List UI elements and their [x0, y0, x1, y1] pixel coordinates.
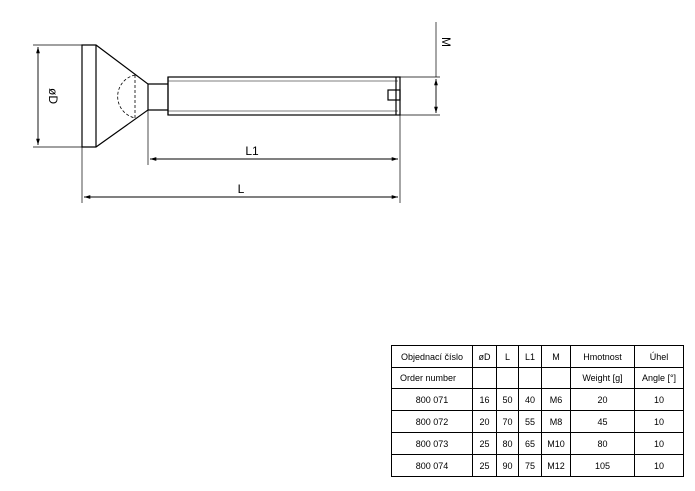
header-diameter: øD [472, 345, 497, 368]
header-row-cz: Objednací číslo øD L L1 M Hmotnost Úhel [391, 345, 684, 368]
cell-weight: 105 [570, 454, 635, 477]
header-blank [472, 367, 497, 389]
cell-angle: 10 [634, 388, 684, 411]
cell-length: 50 [496, 388, 519, 411]
cell-length-l1: 65 [518, 432, 542, 455]
technical-drawing: øD M L1 L [33, 22, 453, 203]
cell-weight: 45 [570, 410, 635, 433]
cell-thread: M6 [541, 388, 571, 411]
dim-l1-label: L1 [245, 144, 259, 158]
table-row: 800 073 25 80 65 M10 80 10 [391, 432, 684, 455]
spec-table: Objednací číslo øD L L1 M Hmotnost Úhel … [391, 345, 684, 477]
header-order-number-en: Order number [391, 367, 473, 389]
header-length-l1: L1 [518, 345, 542, 368]
dim-l-label: L [238, 182, 245, 196]
header-weight: Hmotnost [570, 345, 635, 368]
header-weight-en: Weight [g] [570, 367, 635, 389]
cell-angle: 10 [634, 410, 684, 433]
cone-head [81, 44, 149, 148]
cell-length-l1: 55 [518, 410, 542, 433]
cell-length-l1: 40 [518, 388, 542, 411]
cell-thread: M12 [541, 454, 571, 477]
cell-length-l1: 75 [518, 454, 542, 477]
dimension-lines [36, 47, 438, 199]
table-row: 800 072 20 70 55 M8 45 10 [391, 410, 684, 433]
table-row: 800 071 16 50 40 M6 20 10 [391, 388, 684, 411]
cell-order-number: 800 074 [391, 454, 473, 477]
header-blank [496, 367, 519, 389]
header-thread: M [541, 345, 571, 368]
cell-thread: M10 [541, 432, 571, 455]
cell-angle: 10 [634, 432, 684, 455]
cell-diameter: 20 [472, 410, 497, 433]
cell-length: 70 [496, 410, 519, 433]
cell-angle: 10 [634, 454, 684, 477]
header-length: L [496, 345, 519, 368]
cell-diameter: 16 [472, 388, 497, 411]
header-angle-en: Angle [°] [634, 367, 684, 389]
cell-order-number: 800 072 [391, 410, 473, 433]
table-row: 800 074 25 90 75 M12 105 10 [391, 454, 684, 477]
cell-order-number: 800 071 [391, 388, 473, 411]
cell-length: 80 [496, 432, 519, 455]
header-blank [541, 367, 571, 389]
header-blank [518, 367, 542, 389]
cell-diameter: 25 [472, 432, 497, 455]
cell-diameter: 25 [472, 454, 497, 477]
cell-weight: 20 [570, 388, 635, 411]
header-angle: Úhel [634, 345, 684, 368]
dim-d-label: øD [46, 88, 60, 104]
header-row-en: Order number Weight [g] Angle [°] [391, 367, 684, 389]
cell-weight: 80 [570, 432, 635, 455]
ball-socket-hidden [117, 74, 136, 119]
cell-length: 90 [496, 454, 519, 477]
extension-lines [33, 22, 440, 203]
dim-m-label: M [439, 37, 453, 47]
cell-order-number: 800 073 [391, 432, 473, 455]
header-order-number: Objednací číslo [391, 345, 473, 368]
cell-thread: M8 [541, 410, 571, 433]
threaded-shaft [148, 76, 401, 116]
